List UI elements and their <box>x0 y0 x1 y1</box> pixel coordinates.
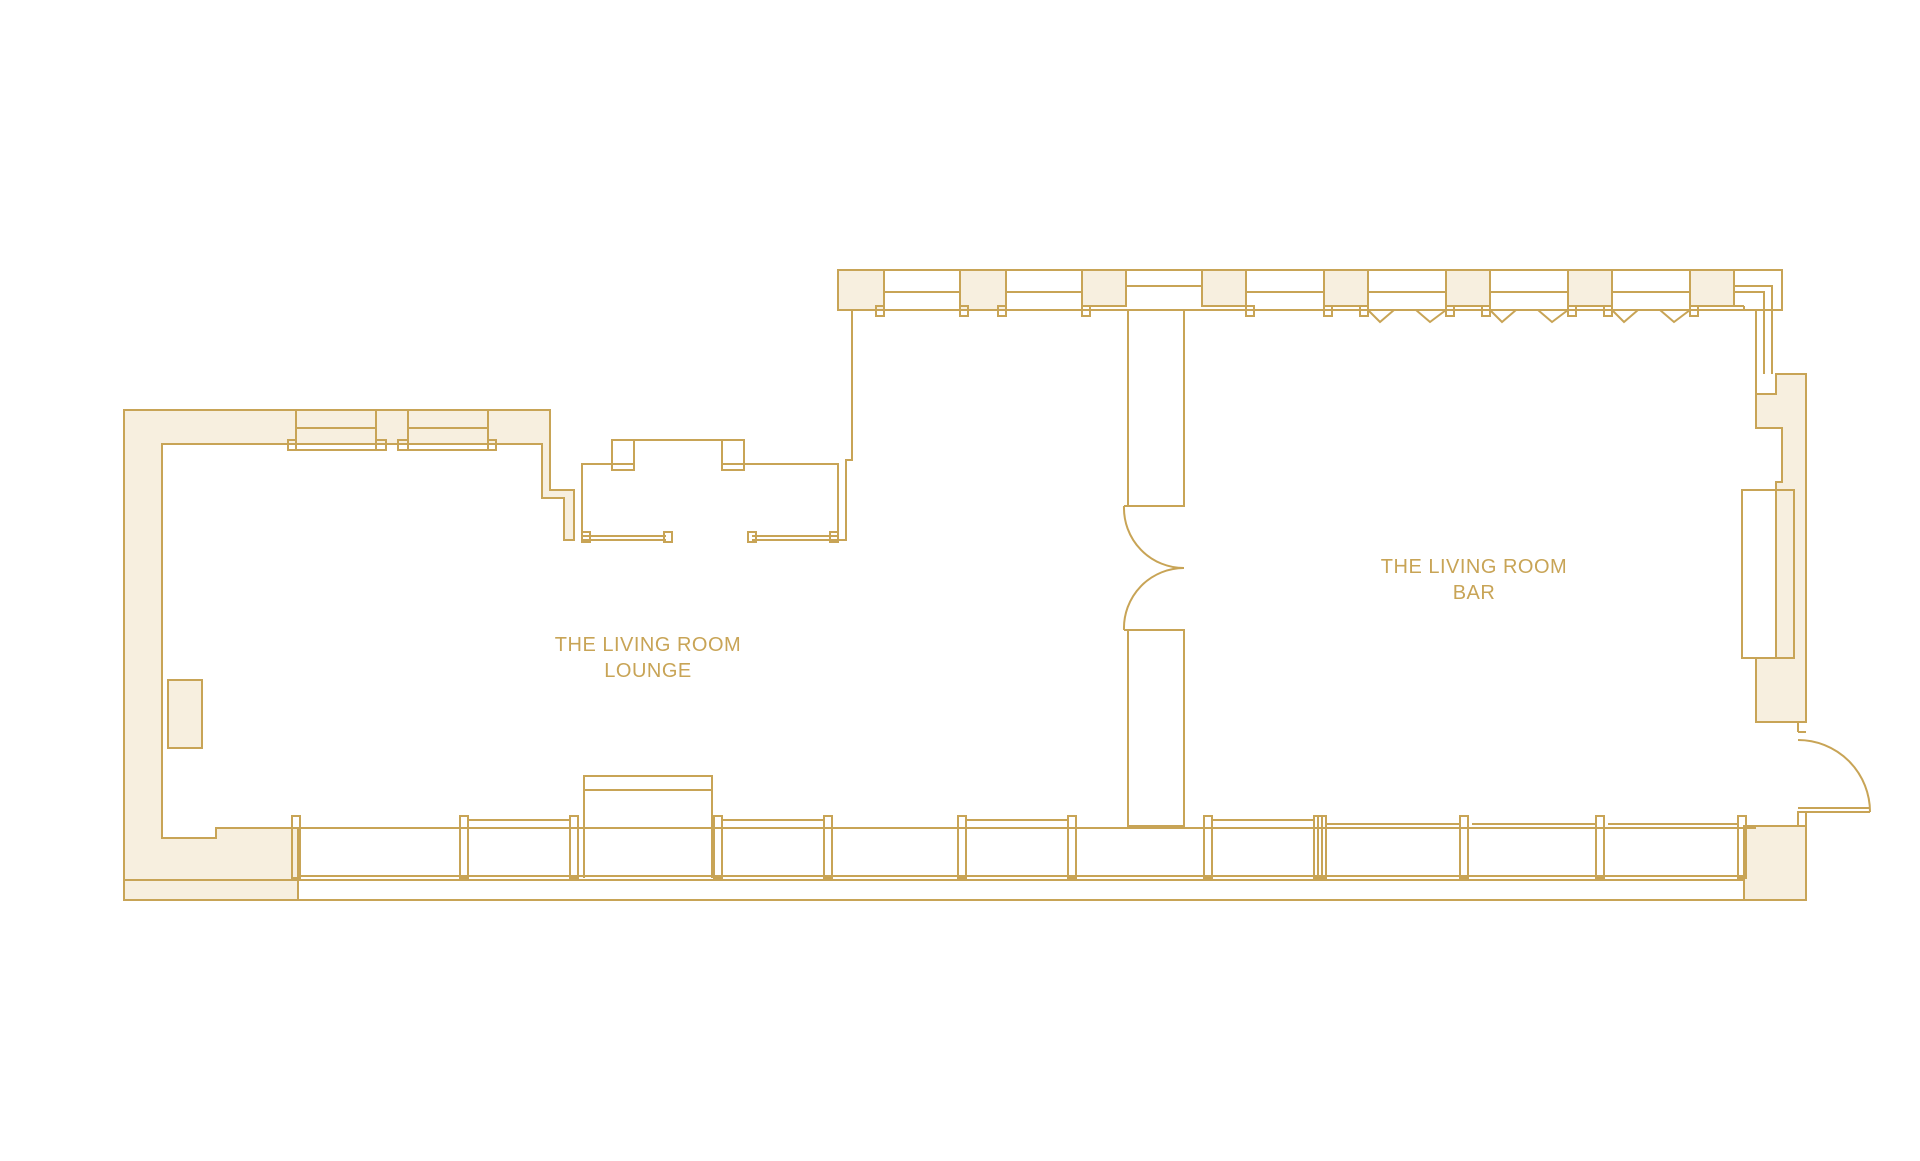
room-label-bar-line2: BAR <box>1452 582 1496 604</box>
lounge-alcove-wall <box>581 439 839 540</box>
partition-door-lower <box>1122 567 1185 631</box>
bar-right-wall <box>1755 373 1807 723</box>
room-label-bar: THE LIVING ROOM BAR <box>1374 554 1574 606</box>
lounge-outer-wall <box>123 409 575 881</box>
room-label-lounge-line1: THE LIVING ROOM <box>554 634 742 656</box>
partition-door-upper <box>1122 505 1185 569</box>
room-label-lounge: THE LIVING ROOM LOUNGE <box>548 632 748 684</box>
bar-counter <box>1741 489 1795 659</box>
partition-wall-lower <box>1127 629 1185 827</box>
lounge-bottom-bench <box>583 775 713 791</box>
lounge-fireplace <box>167 679 203 749</box>
bottom-wall-band <box>297 879 1745 901</box>
room-label-bar-line1: THE LIVING ROOM <box>1380 556 1568 578</box>
lounge-bottom-left-block <box>123 879 299 901</box>
floor-plan-walls <box>123 269 1871 901</box>
bar-exit-door-swing <box>1797 739 1871 813</box>
partition-wall-upper <box>1127 309 1185 507</box>
room-label-lounge-line2: LOUNGE <box>604 660 692 682</box>
lounge-top-pier <box>375 409 409 445</box>
